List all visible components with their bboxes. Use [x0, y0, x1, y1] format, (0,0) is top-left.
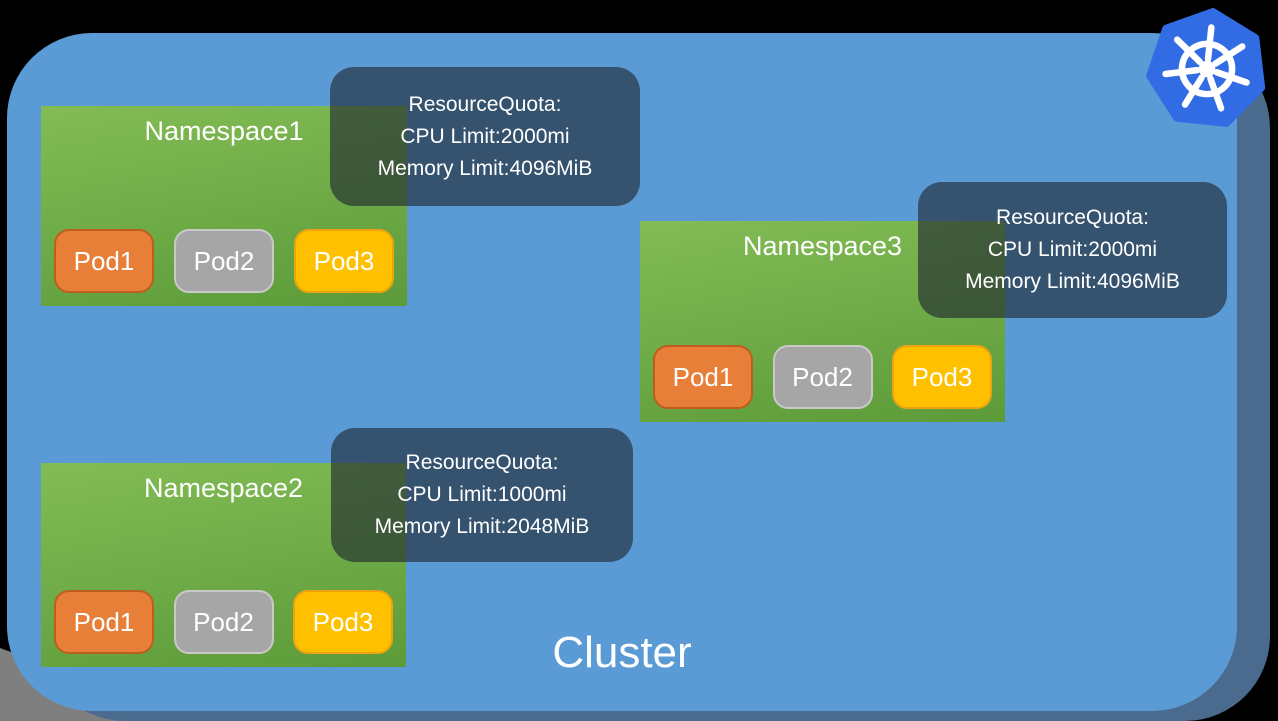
quota2-title: ResourceQuota: [405, 451, 559, 474]
namespace1-pod2: Pod2 [174, 229, 274, 293]
namespace2-pod2: Pod2 [173, 590, 274, 654]
cluster-label: Cluster [552, 628, 692, 677]
quota1-title: ResourceQuota: [408, 92, 562, 116]
quota1-cpu-limit: CPU Limit:2000mi [400, 124, 570, 148]
namespace2-pod3: Pod3 [293, 590, 393, 654]
namespace3-pod1: Pod1 [653, 345, 753, 409]
namespace2-resourcequota-callout: ResourceQuota: CPU Limit:1000mi Memory L… [331, 428, 633, 562]
namespace2-title: Namespace2 [143, 473, 304, 503]
quota2-memory-limit: Memory Limit:2048MiB [374, 515, 590, 538]
quota3-cpu-limit: CPU Limit:2000mi [987, 238, 1158, 261]
namespace3-resourcequota-callout: ResourceQuota: CPU Limit:2000mi Memory L… [918, 182, 1227, 318]
namespace1-resourcequota-callout: ResourceQuota: CPU Limit:2000mi Memory L… [330, 67, 640, 206]
quota3-title: ResourceQuota: [996, 206, 1149, 229]
namespace1-pods-row: Pod1 Pod2 Pod3 [41, 229, 407, 293]
quota2-cpu-limit: CPU Limit:1000mi [397, 483, 567, 506]
logo-hub [1198, 60, 1216, 78]
namespace3-box: Namespace3 Pod1 Pod2 Pod3 [640, 221, 1005, 422]
logo-helm-wheel [1162, 24, 1250, 112]
namespace3-pods-row: Pod1 Pod2 Pod3 [640, 345, 1005, 409]
namespace1-pod3: Pod3 [294, 229, 394, 293]
namespace3-title: Namespace3 [742, 231, 903, 261]
namespace3-pod3: Pod3 [892, 345, 992, 409]
kubernetes-logo-icon [1146, 8, 1266, 127]
namespace1-title: Namespace1 [144, 116, 304, 146]
namespace1-pod1: Pod1 [54, 229, 154, 293]
namespace3-pod2: Pod2 [772, 345, 873, 409]
namespace2-pod1: Pod1 [54, 590, 154, 654]
namespace2-pods-row: Pod1 Pod2 Pod3 [41, 590, 406, 654]
quota1-memory-limit: Memory Limit:4096MiB [377, 156, 593, 180]
quota3-memory-limit: Memory Limit:4096MiB [965, 270, 1180, 293]
